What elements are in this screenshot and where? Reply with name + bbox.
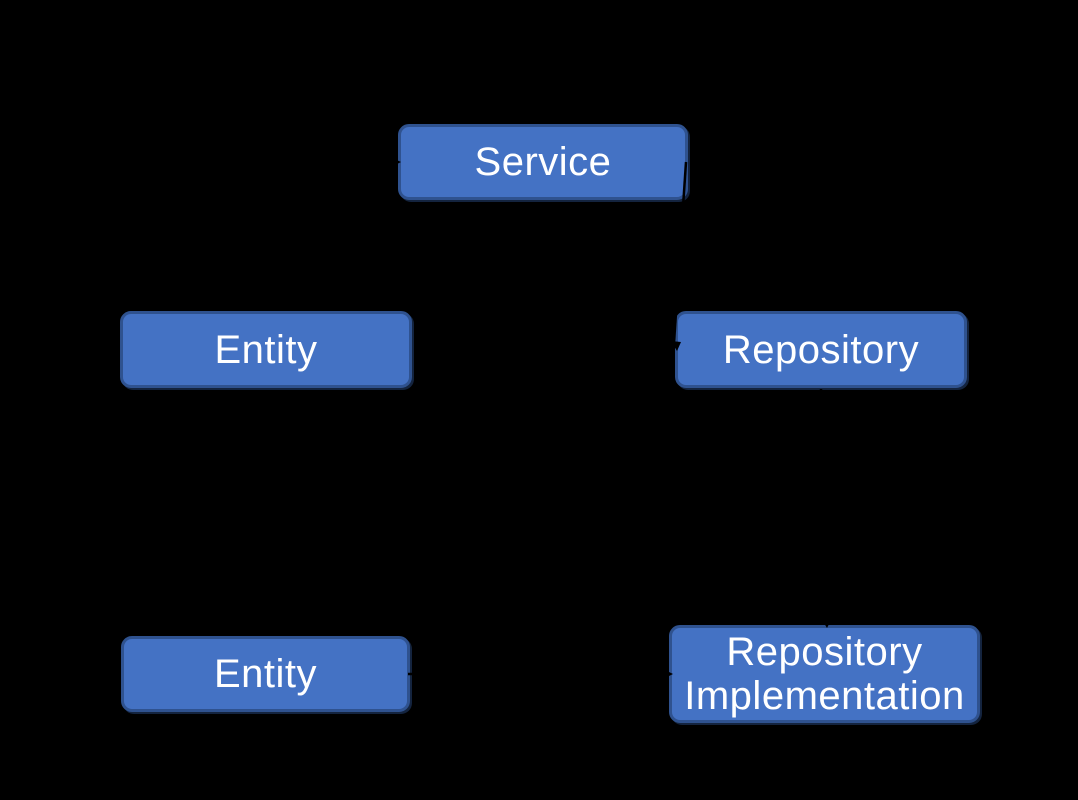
node-entity-bottom-label: Entity [213, 652, 318, 696]
node-entity-top: Entity [120, 311, 412, 388]
node-entity-bottom: Entity [121, 636, 410, 712]
node-repository-implementation-label: Repository Implementation [684, 630, 965, 718]
node-entity-top-label: Entity [214, 327, 318, 372]
node-repository-implementation: Repository Implementation [669, 625, 980, 723]
node-repository: Repository [675, 311, 967, 388]
connector-entity-to-service [265, 157, 401, 310]
node-service: Service [398, 124, 688, 200]
connector-entity-to-implementation [408, 669, 673, 679]
connector-repository-to-implementation [819, 388, 832, 628]
node-service-label: Service [474, 140, 612, 184]
node-repository-label: Repository [722, 327, 920, 372]
